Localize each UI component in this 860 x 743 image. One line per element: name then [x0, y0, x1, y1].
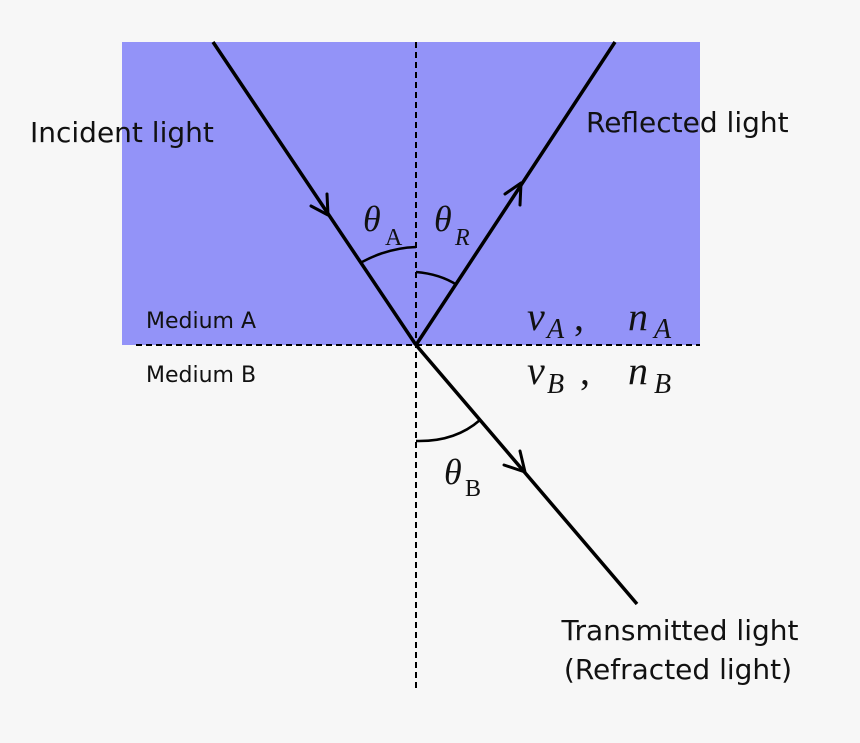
- index-b-subscript: B: [654, 369, 671, 400]
- index-a-subscript: A: [652, 314, 672, 345]
- reflected-light-label: Reflected light: [586, 106, 789, 139]
- index-b-symbol: n: [628, 348, 648, 393]
- angle-arc-a: [361, 245, 417, 264]
- velocity-a-symbol: v: [527, 294, 545, 339]
- theta-r-symbol: θ: [434, 199, 452, 239]
- angle-arc-r: [415, 270, 458, 287]
- transmitted-ray: [414, 343, 639, 606]
- angle-arc-b: [415, 419, 481, 443]
- medium-a-region: [122, 42, 700, 345]
- velocity-b-subscript: B: [547, 369, 564, 400]
- theta-b-subscript: B: [465, 476, 481, 502]
- theta-b-symbol: θ: [444, 452, 462, 492]
- separator-b: ,: [580, 348, 590, 393]
- index-a-symbol: n: [628, 294, 648, 339]
- separator-a: ,: [574, 294, 584, 339]
- transmitted-arrow-icon: [502, 449, 527, 474]
- incident-arrow-icon: [309, 192, 330, 217]
- incident-light-label: Incident light: [30, 116, 214, 149]
- medium-b-label: Medium B: [146, 363, 256, 388]
- theta-a-subscript: A: [385, 225, 403, 251]
- velocity-b-symbol: v: [527, 348, 545, 393]
- refracted-light-label: (Refracted light): [564, 653, 792, 686]
- medium-a-label: Medium A: [146, 309, 256, 334]
- theta-a-symbol: θ: [363, 199, 381, 239]
- theta-r-subscript: R: [454, 225, 470, 251]
- transmitted-light-label: Transmitted light: [561, 614, 799, 647]
- reflected-ray: [414, 41, 617, 346]
- incident-ray: [211, 41, 418, 346]
- velocity-a-subscript: A: [545, 314, 565, 345]
- reflected-arrow-icon: [503, 181, 523, 207]
